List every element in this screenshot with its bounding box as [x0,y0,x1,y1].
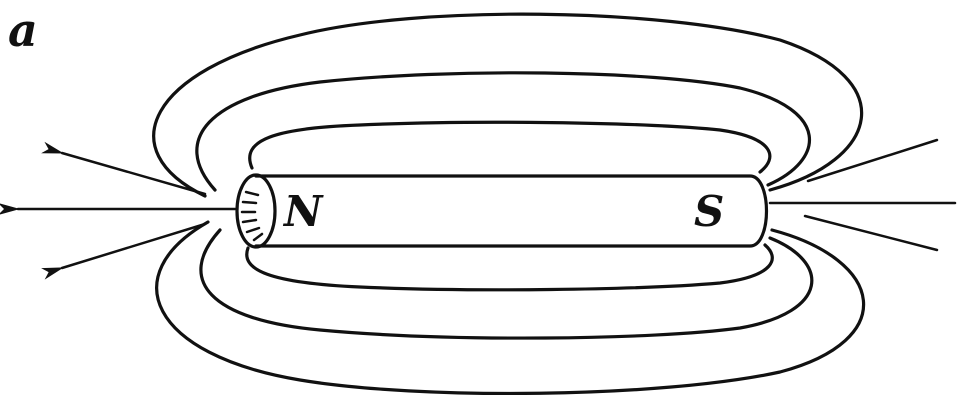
field-line-top-inner [250,122,770,172]
field-line-top-outer [154,14,862,196]
field-line-bottom-inner [247,245,773,290]
arrow-lower-left [62,224,205,268]
north-pole-label: N [282,187,324,236]
line-lower-right [805,216,937,250]
south-pole-lines [770,140,955,250]
field-lines-bottom [157,222,864,393]
arrow-upper-left [62,153,205,194]
south-pole-label: S [694,187,724,236]
panel-label: a [8,3,38,57]
field-line-bottom-outer [157,222,864,393]
magnet-body [256,176,767,246]
north-face-hatching [242,192,262,240]
field-lines-top [154,14,862,196]
line-upper-right [808,140,937,181]
